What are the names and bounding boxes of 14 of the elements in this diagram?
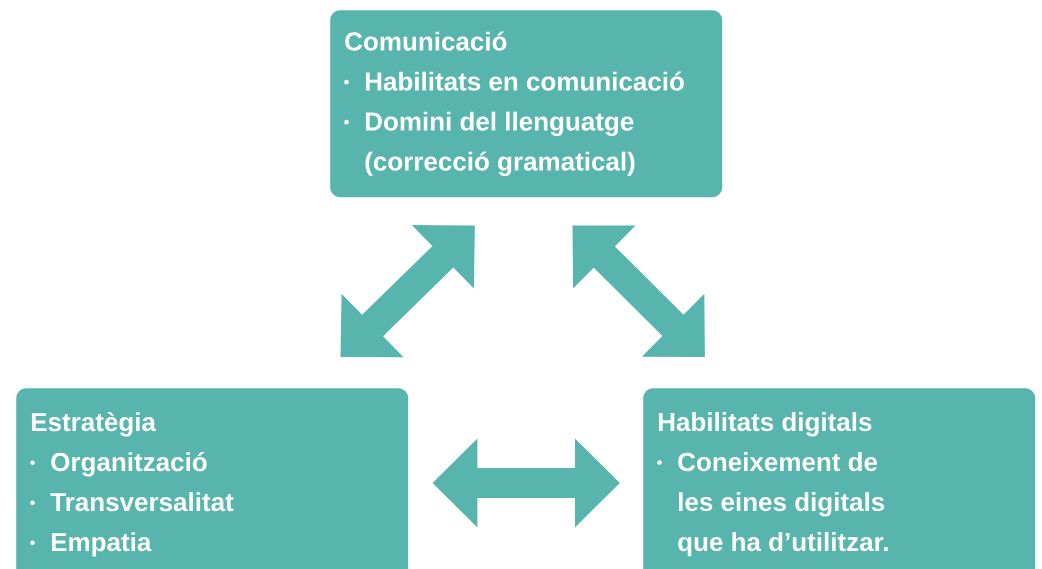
list-item: Organització: [30, 451, 207, 477]
heading: Comunicació: [345, 31, 507, 51]
list-item: Habilitats en comunicació: [344, 71, 684, 91]
list-item: Transversalitat: [30, 492, 234, 512]
text-box: [330, 10, 723, 198]
heading: Habilitats digitals: [658, 412, 872, 437]
list-item: Empatia: [30, 532, 152, 557]
list-item: Coneixement de les eines digitals que ha d’utilitzar.: [657, 452, 888, 557]
list-item: Domini del llenguatge (correcció gramatical): [344, 111, 635, 176]
text-box: [643, 388, 1036, 569]
text-box: [16, 388, 409, 569]
double-arrow: [340, 225, 475, 358]
heading: Estratègia: [31, 411, 157, 437]
double-arrow: [572, 225, 705, 357]
